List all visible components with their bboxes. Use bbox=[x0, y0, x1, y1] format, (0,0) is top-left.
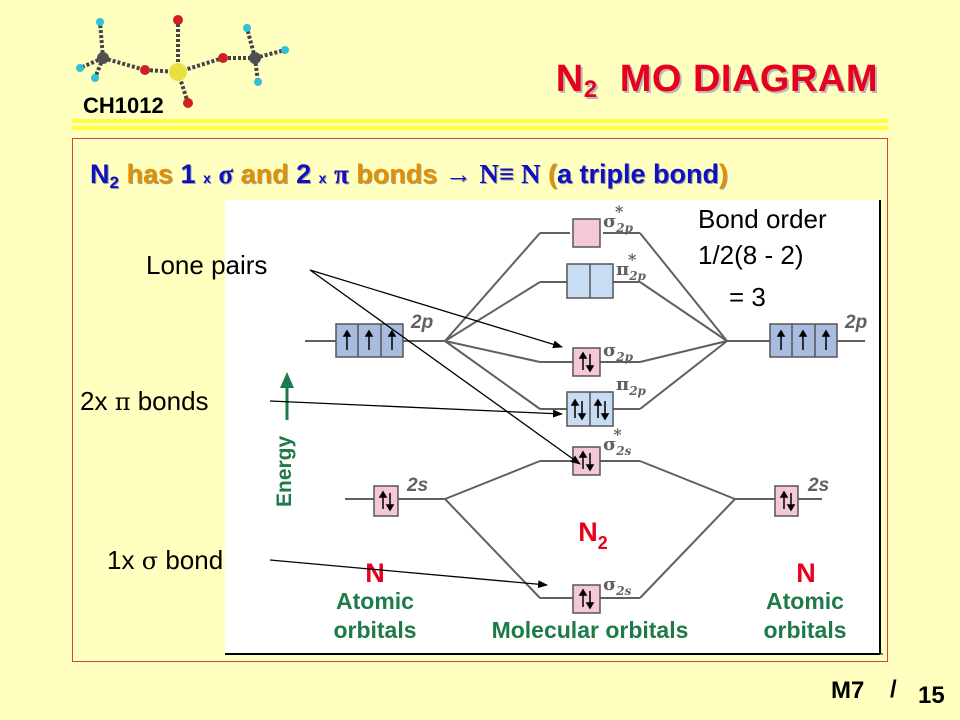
subtitle: N2 has 1 x σ and 2 x π bonds → N≡ N (a t… bbox=[90, 159, 728, 192]
mo-label-sigma-2s-star: σ2s* bbox=[603, 425, 632, 458]
left-2p-label: 2p bbox=[410, 312, 433, 333]
energy-axis: Energy bbox=[273, 372, 296, 507]
energy-label: Energy bbox=[273, 435, 296, 507]
right-atom-label: N bbox=[796, 558, 816, 588]
mo-label-sigma-2p-star: σ2p* bbox=[603, 202, 634, 235]
left-atomic-label-1: Atomic bbox=[336, 588, 414, 614]
module-code: M7 bbox=[831, 677, 865, 704]
left-atom-label: N bbox=[365, 558, 385, 588]
mo-label-sigma-2s: σ2s bbox=[603, 574, 632, 598]
sigma-2p-box bbox=[572, 347, 601, 377]
right-2s-label: 2s bbox=[807, 475, 829, 496]
sigma-bond-label: 1x σ bond bbox=[107, 545, 224, 575]
left-2s-box bbox=[373, 485, 399, 517]
course-code: CH1012 bbox=[83, 93, 164, 118]
right-2p-label: 2p bbox=[844, 312, 867, 333]
left-2s-label: 2s bbox=[406, 475, 428, 496]
molecular-orbitals-label: Molecular orbitals bbox=[492, 617, 689, 643]
title-rule-bottom bbox=[72, 126, 888, 130]
lone-pairs-label: Lone pairs bbox=[146, 250, 268, 280]
energy-arrow-icon bbox=[280, 372, 294, 388]
title-rule-top bbox=[72, 119, 888, 123]
page-title: N2 MO DIAGRAM bbox=[555, 58, 878, 103]
electron-arrows bbox=[342, 329, 831, 610]
bond-order-line-1: Bond order bbox=[698, 204, 827, 234]
pi-bonds-label: 2x π bonds bbox=[80, 386, 209, 416]
mo-label-sigma-2p: σ2p bbox=[603, 340, 634, 364]
bond-order-line-3: = 3 bbox=[729, 282, 766, 312]
mo-diagram: σ2p* π2p* σ2p π2p σ2s* σ2s 2p 2p 2s 2s E… bbox=[225, 200, 883, 655]
sigma-2p-star-box bbox=[572, 218, 601, 248]
diagram-background bbox=[225, 200, 880, 654]
right-atomic-label-2: orbitals bbox=[763, 617, 846, 643]
left-atomic-label-2: orbitals bbox=[333, 617, 416, 643]
content-panel bbox=[72, 138, 888, 662]
mo-label-pi-2p: π2p bbox=[616, 374, 647, 398]
molecule-logo-icon bbox=[76, 15, 289, 108]
molecule-label: N2 bbox=[578, 517, 608, 553]
right-atomic-label-1: Atomic bbox=[766, 588, 844, 614]
footer-slash: / bbox=[890, 676, 897, 703]
mo-label-pi-2p-star: π2p* bbox=[616, 250, 647, 283]
bond-order-line-2: 1/2(8 - 2) bbox=[698, 240, 804, 270]
page-number: 15 bbox=[918, 682, 945, 709]
correlation-lines bbox=[305, 232, 865, 599]
sigma-2s-box bbox=[572, 584, 601, 614]
